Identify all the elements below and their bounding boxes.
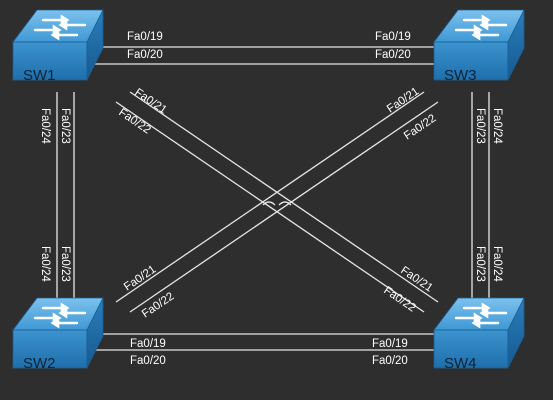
- port-label: Fa0/22: [116, 107, 152, 137]
- switch-sw2[interactable]: SW2: [11, 296, 105, 372]
- port-label: Fa0/24: [39, 108, 51, 144]
- switch-sw1-label: SW1: [23, 67, 56, 84]
- switch-sw1[interactable]: SW1: [11, 8, 105, 84]
- port-label: Fa0/23: [474, 246, 486, 282]
- port-label: Fa0/23: [59, 246, 71, 282]
- link-sw1-sw3: [88, 46, 446, 65]
- switch-sw4[interactable]: SW4: [432, 296, 526, 372]
- link-sw2-sw4: [88, 333, 446, 351]
- link-crossing-bridges: [262, 201, 292, 206]
- link-sw3-sw2: [115, 91, 439, 313]
- port-label: Fa0/24: [39, 246, 51, 282]
- port-label: Fa0/19: [130, 338, 166, 350]
- switch-sw2-label: SW2: [23, 355, 56, 372]
- port-label: Fa0/22: [140, 291, 176, 321]
- switch-sw4-label: SW4: [444, 355, 477, 372]
- port-label: Fa0/20: [375, 49, 411, 61]
- port-label: Fa0/20: [372, 355, 408, 367]
- port-label: Fa0/23: [59, 108, 71, 144]
- link-sw3-sw4: [471, 92, 490, 300]
- link-sw1-sw2: [56, 92, 75, 300]
- switch-sw3-label: SW3: [444, 67, 477, 84]
- link-sw1-sw4: [115, 91, 439, 313]
- port-label: Fa0/19: [127, 31, 163, 43]
- port-label: Fa0/20: [127, 49, 163, 61]
- port-label: Fa0/22: [402, 113, 438, 143]
- port-label: Fa0/20: [130, 355, 166, 367]
- port-label: Fa0/21: [132, 87, 168, 117]
- port-label: Fa0/21: [398, 265, 434, 295]
- port-label: Fa0/23: [474, 108, 486, 144]
- switch-sw3[interactable]: SW3: [432, 8, 526, 84]
- port-label: Fa0/24: [491, 246, 503, 282]
- port-label: Fa0/21: [122, 264, 158, 294]
- port-label: Fa0/19: [375, 31, 411, 43]
- port-label: Fa0/21: [385, 86, 421, 116]
- port-label: Fa0/24: [491, 108, 503, 144]
- port-label: Fa0/19: [372, 338, 408, 350]
- port-label: Fa0/22: [381, 285, 417, 315]
